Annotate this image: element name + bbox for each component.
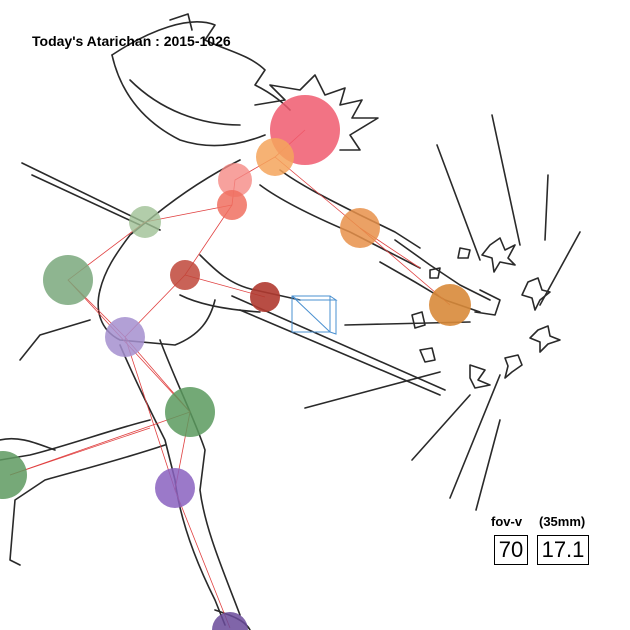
fov-label: fov-v <box>491 514 523 529</box>
joint-pelvis[interactable] <box>105 317 145 357</box>
transform-gizmo[interactable] <box>291 295 338 335</box>
joint-foot-front[interactable] <box>212 612 248 630</box>
joint-elbow-back[interactable] <box>170 260 200 290</box>
joint-hand-back[interactable] <box>250 282 280 312</box>
joint-hip-left[interactable] <box>43 255 93 305</box>
joint-elbow-front[interactable] <box>340 208 380 248</box>
joint-markers <box>0 95 471 630</box>
joint-shoulder-mid[interactable] <box>217 190 247 220</box>
page-title: Today's Atarichan : 2015-1026 <box>32 33 231 49</box>
joint-wrist-front[interactable] <box>429 284 471 326</box>
fov-value-field[interactable]: 70 <box>494 535 528 565</box>
joint-shoulder-back[interactable] <box>218 163 252 197</box>
focal-length-label: (35mm) <box>539 514 586 529</box>
joint-chest[interactable] <box>129 206 161 238</box>
focal-length-value-field[interactable]: 17.1 <box>537 535 589 565</box>
joint-ankle-front[interactable] <box>155 468 195 508</box>
joint-neck[interactable] <box>256 138 294 176</box>
joint-foot-back[interactable] <box>0 451 27 499</box>
joint-knee-front[interactable] <box>165 387 215 437</box>
